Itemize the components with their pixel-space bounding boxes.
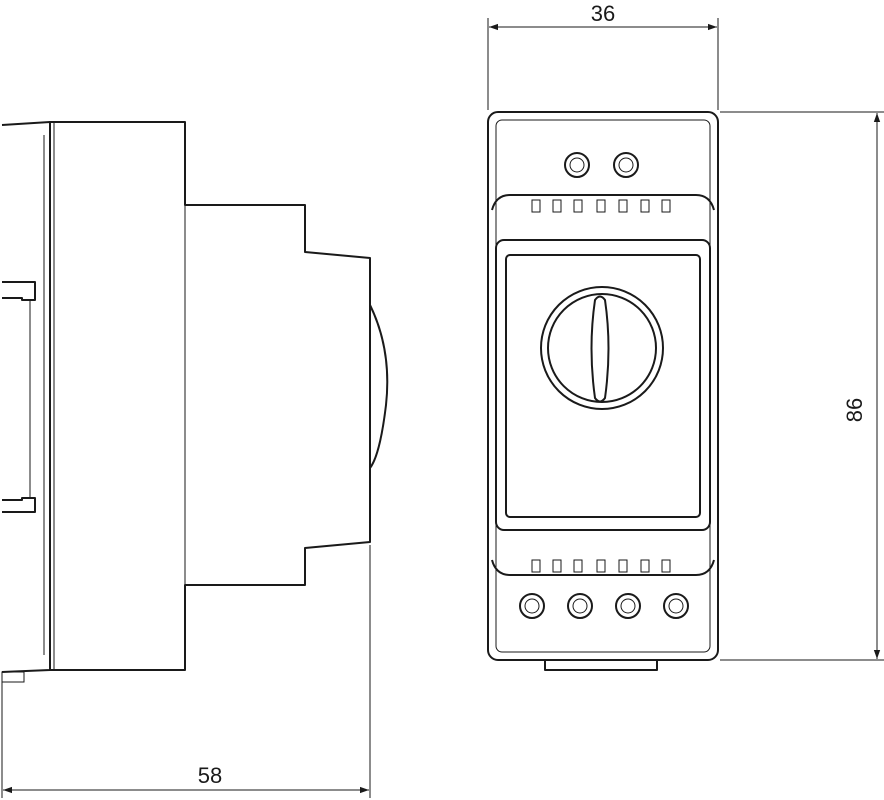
front-panel-window <box>495 239 711 531</box>
clip-latch <box>1 671 25 683</box>
bottom-terminal-block <box>491 559 715 576</box>
dimension-height-label: 86 <box>842 398 867 422</box>
adjustment-knob-icon <box>540 286 664 410</box>
top-terminal-block <box>491 194 715 211</box>
front-view <box>487 111 719 671</box>
din-latch-tab <box>544 659 658 671</box>
side-view <box>1 121 389 683</box>
top-terminal-screws <box>564 152 639 178</box>
dimension-width: 36 <box>487 1 719 110</box>
dimension-depth: 58 <box>1 545 371 798</box>
dimension-width-label: 36 <box>591 1 615 26</box>
knob-side-profile <box>369 304 389 469</box>
dimension-height: 86 <box>720 111 884 661</box>
din-rail-clip-profile <box>1 121 51 673</box>
top-terminal-slots <box>531 199 671 213</box>
front-panel-inner <box>505 254 701 518</box>
housing-side-outline <box>49 121 371 671</box>
bottom-terminal-screws <box>519 593 689 619</box>
bottom-terminal-slots <box>531 559 671 573</box>
dimension-depth-label: 58 <box>198 763 222 788</box>
